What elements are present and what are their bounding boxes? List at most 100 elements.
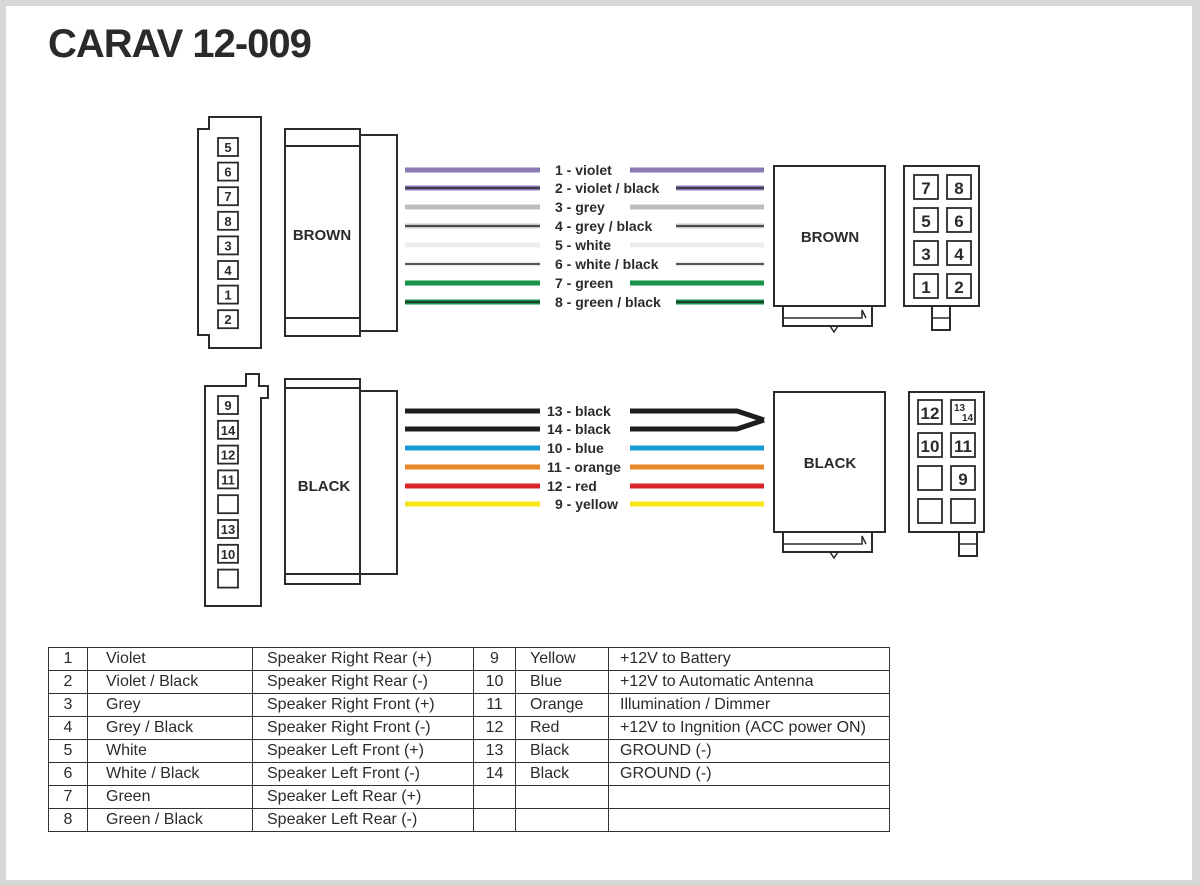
- pin-function: +12V to Battery: [608, 647, 890, 671]
- pin-function: [608, 808, 890, 832]
- svg-text:1: 1: [921, 278, 930, 297]
- svg-text:2: 2: [954, 278, 963, 297]
- svg-text:5: 5: [224, 140, 231, 155]
- brown-wire-5: 5 - white: [405, 237, 764, 253]
- wire-color: [515, 808, 609, 832]
- wire-color: Black: [515, 739, 609, 763]
- black-wire-label: 9 - yellow: [555, 496, 618, 512]
- wire-color: Blue: [515, 670, 609, 694]
- brown-iso-connector: 5 6 7 8 3 4 1 2: [197, 116, 262, 349]
- wire-color: Orange: [515, 693, 609, 717]
- pin-number: 13: [473, 739, 516, 763]
- pin-function: [608, 785, 890, 809]
- svg-text:6: 6: [954, 212, 963, 231]
- brown-wire-7: 7 - green: [405, 275, 764, 291]
- svg-text:12: 12: [221, 448, 235, 463]
- brown-wire-8: 8 - green / black: [405, 294, 764, 310]
- black-radio-label: BLACK: [804, 455, 857, 472]
- pin-number: 1: [48, 647, 88, 671]
- black-left-pin-12: 12: [217, 444, 239, 465]
- pin-number: 4: [48, 716, 88, 740]
- black-plug-label: BLACK: [298, 478, 351, 495]
- brown-wire-label: 5 - white: [555, 237, 611, 253]
- svg-text:13: 13: [221, 522, 235, 537]
- svg-text:9: 9: [224, 398, 231, 413]
- wire-color: Grey / Black: [87, 716, 253, 740]
- pin-number: 7: [48, 785, 88, 809]
- pin-number: 6: [48, 762, 88, 786]
- svg-text:4: 4: [224, 263, 232, 278]
- brown-left-pin-8: 8: [217, 210, 239, 231]
- black-grid-cell-9: 9: [950, 465, 976, 491]
- pin-function: Speaker Right Rear (-): [252, 670, 474, 694]
- pin-function: GROUND (-): [608, 762, 890, 786]
- black-wire-6: 9 - yellow: [405, 496, 764, 512]
- wire-color: Black: [515, 762, 609, 786]
- brown-grid-cell-2: 2: [946, 273, 972, 299]
- brown-grid-cell-5: 5: [913, 207, 939, 233]
- black-left-pin-empty: [217, 568, 239, 589]
- pin-function: Speaker Right Front (-): [252, 716, 474, 740]
- svg-text:8: 8: [954, 179, 963, 198]
- brown-wire-label: 7 - green: [555, 275, 613, 291]
- black-wire-label: 12 - red: [547, 478, 597, 494]
- brown-left-pin-6: 6: [217, 161, 239, 182]
- svg-text:1: 1: [224, 288, 231, 303]
- wire-color: White / Black: [87, 762, 253, 786]
- brown-wire-label: 8 - green / black: [555, 294, 661, 310]
- wire-color: Green / Black: [87, 808, 253, 832]
- svg-text:11: 11: [221, 472, 235, 487]
- black-grid-cell-10: 10: [917, 432, 943, 458]
- black-grid-cell-empty: [917, 498, 943, 524]
- black-wire-3: 10 - blue: [405, 440, 764, 456]
- brown-left-pin-1: 1: [217, 284, 239, 305]
- black-wire-2: 14 - black: [405, 417, 765, 437]
- pin-number: 8: [48, 808, 88, 832]
- svg-text:12: 12: [921, 404, 940, 423]
- black-wire-label: 14 - black: [547, 421, 611, 437]
- pin-number: [473, 808, 516, 832]
- brown-radio-label: BROWN: [801, 229, 859, 246]
- pin-function: Speaker Left Rear (-): [252, 808, 474, 832]
- pin-number: 2: [48, 670, 88, 694]
- svg-text:6: 6: [224, 165, 231, 180]
- pin-function: Speaker Left Rear (+): [252, 785, 474, 809]
- brown-grid-cell-1: 1: [913, 273, 939, 299]
- pin-number: [473, 785, 516, 809]
- black-left-pin-13: 13: [217, 519, 239, 539]
- svg-text:9: 9: [958, 470, 967, 489]
- pin-number: 10: [473, 670, 516, 694]
- brown-grid-cell-8: 8: [946, 174, 972, 200]
- brown-left-pin-4: 4: [217, 260, 239, 280]
- brown-left-pin-2: 2: [217, 309, 239, 330]
- page-title: CARAV 12-009: [48, 22, 312, 66]
- brown-wire-4: 4 - grey / black: [405, 218, 764, 234]
- black-wire-4: 11 - orange: [405, 459, 764, 475]
- brown-grid-cell-3: 3: [913, 240, 939, 266]
- svg-text:3: 3: [224, 238, 231, 253]
- black-grid-cell-text: 13: [954, 403, 966, 414]
- pin-function: Illumination / Dimmer: [608, 693, 890, 717]
- brown-plug-label: BROWN: [293, 227, 351, 244]
- svg-text:8: 8: [224, 214, 231, 229]
- brown-wire-label: 2 - violet / black: [555, 180, 659, 196]
- brown-left-pin-7: 7: [217, 186, 239, 207]
- svg-text:5: 5: [921, 212, 930, 231]
- svg-text:4: 4: [954, 245, 964, 264]
- pin-function: +12V to Automatic Antenna: [608, 670, 890, 694]
- svg-text:3: 3: [921, 245, 930, 264]
- pin-function: Speaker Right Front (+): [252, 693, 474, 717]
- pin-number: 3: [48, 693, 88, 717]
- wire-color: Green: [87, 785, 253, 809]
